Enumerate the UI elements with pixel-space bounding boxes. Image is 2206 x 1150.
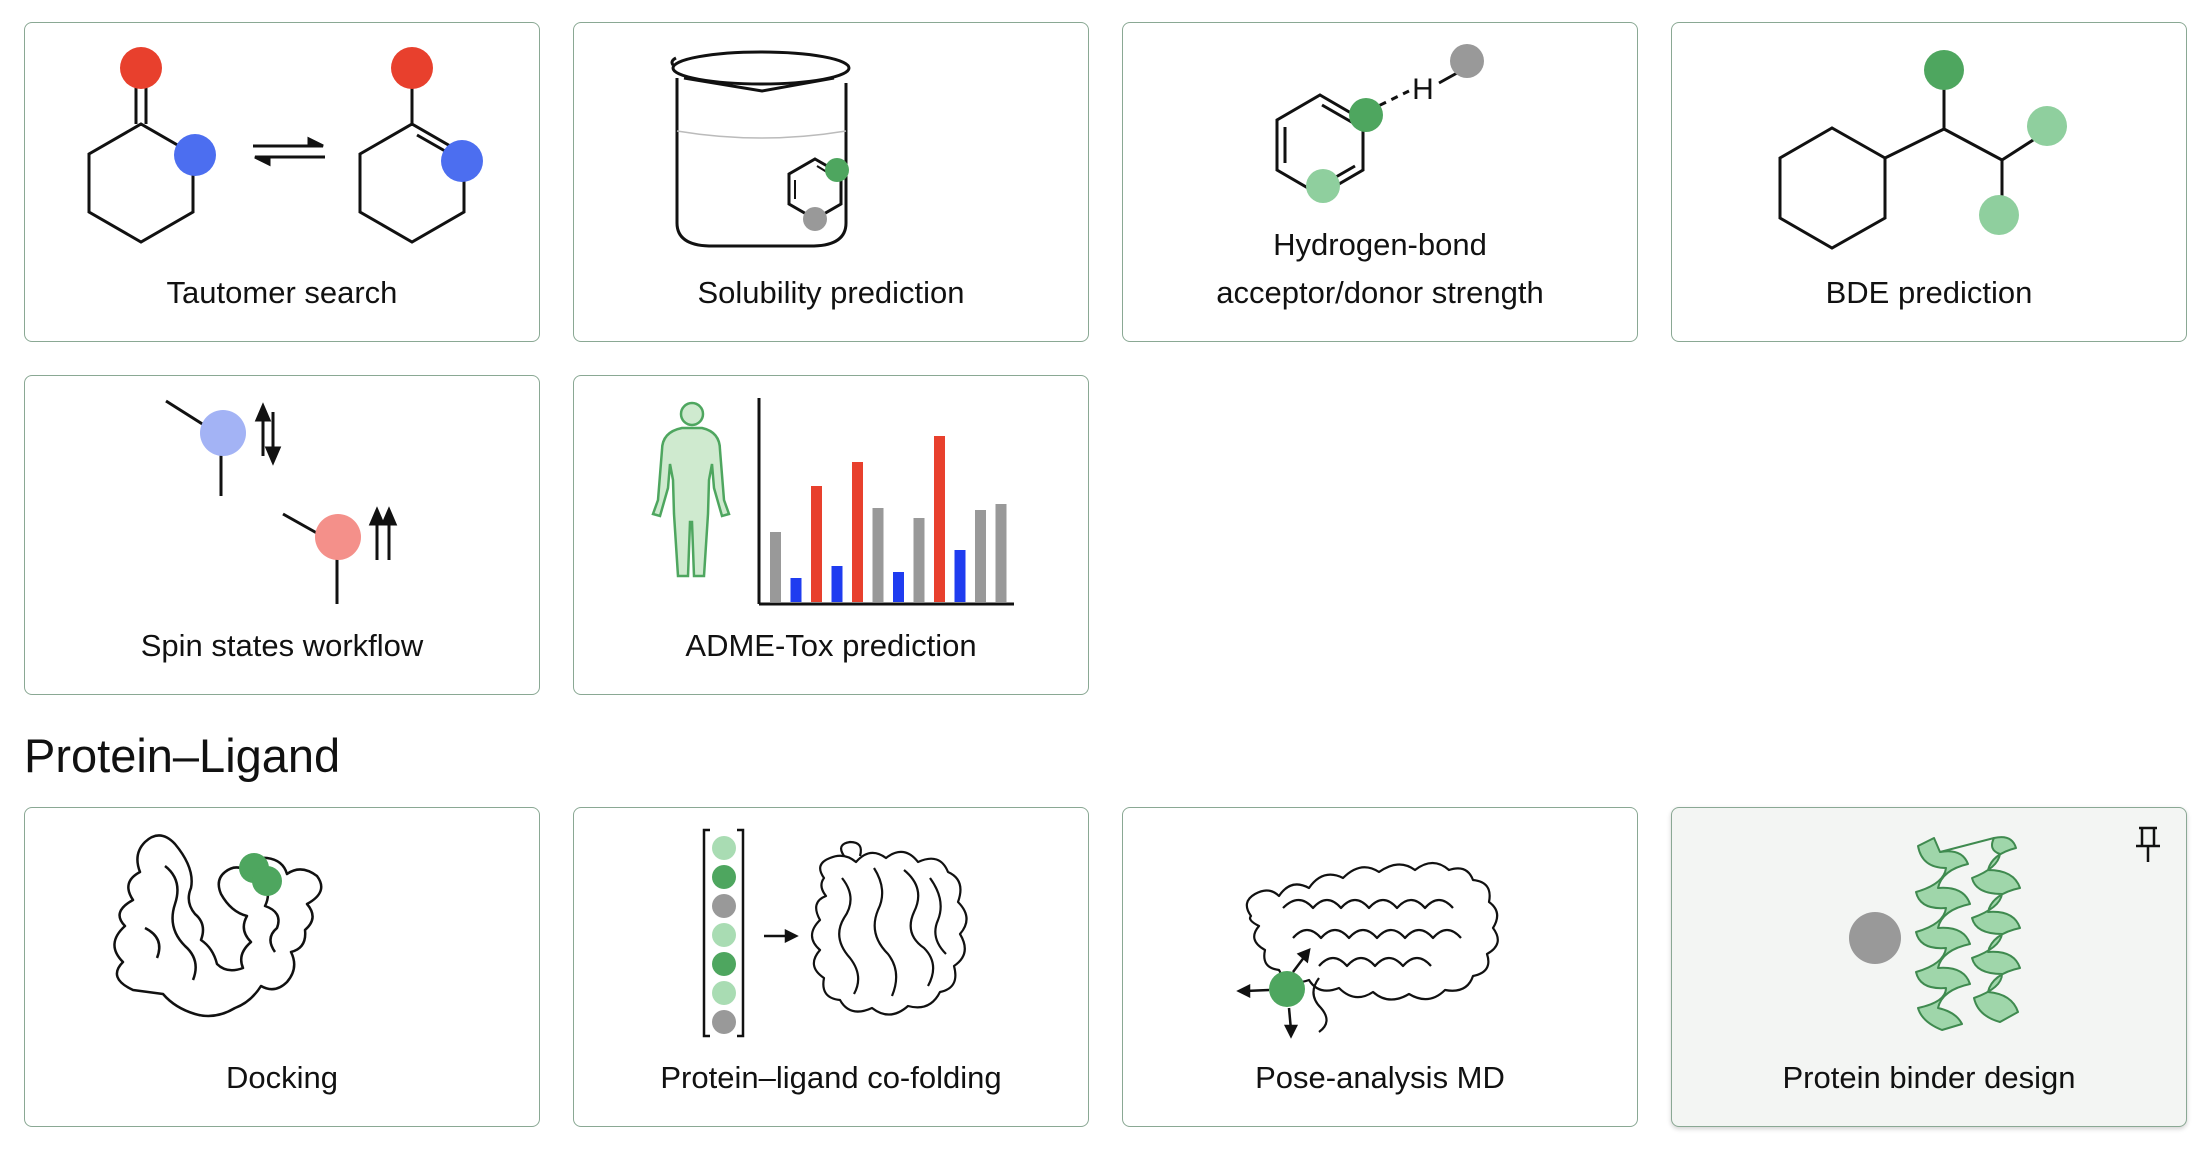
adme-bar [975,510,986,602]
adme-bar [852,462,863,602]
card-label: BDE prediction [1825,275,2033,310]
adme-bar [913,518,925,602]
hydrogen-bond-icon: H [1275,44,1484,203]
adme-bar [872,508,884,602]
card-label: ADME-Tox prediction [685,628,977,663]
card-adme-tox-prediction[interactable]: ADME-Tox prediction [573,375,1089,695]
card-label: Spin states workflow [140,628,424,663]
pin-icon[interactable] [2130,822,2166,866]
card-label: Tautomer search [166,275,398,310]
adme-bar [790,578,802,602]
beaker-icon [670,50,851,248]
card-label: Protein–ligand co-folding [660,1060,1002,1095]
adme-bar [954,550,966,602]
adme-bar [893,572,904,602]
bde-molecule-icon [1778,50,2067,250]
card-solubility-prediction[interactable]: Solubility prediction [573,22,1089,342]
spin-states-icon [165,399,398,604]
adme-bar [995,504,1007,602]
cofolding-icon [702,828,968,1038]
card-label-line2: acceptor/donor strength [1216,275,1544,310]
adme-bar [770,532,781,602]
svg-text:H: H [1412,73,1434,106]
adme-tox-icon [651,398,1014,606]
card-label: Solubility prediction [697,275,965,310]
card-bde-prediction[interactable]: BDE prediction [1671,22,2187,342]
adme-bar-chart [770,436,1007,602]
section-heading-protein-ligand: Protein–Ligand [24,729,341,782]
card-spin-states-workflow[interactable]: Spin states workflow [24,375,540,695]
card-label-line1: Hydrogen-bond [1273,227,1487,262]
card-label: Pose-analysis MD [1255,1060,1505,1095]
tautomer-icon [87,47,483,244]
adme-bar [811,486,822,602]
card-label: Protein binder design [1782,1060,2076,1095]
card-protein-ligand-cofolding[interactable]: Protein–ligand co-folding [573,807,1089,1127]
docking-protein-icon [113,834,323,1018]
pose-md-icon [1236,861,1499,1039]
adme-bar [831,566,843,602]
binder-helix-icon [1849,836,2021,1031]
card-docking[interactable]: Docking [24,807,540,1127]
card-hydrogen-bond-strength[interactable]: H Hydrogen-bond acceptor/donor strength [1122,22,1638,342]
card-tautomer-search[interactable]: Tautomer search [24,22,540,342]
card-pose-analysis-md[interactable]: Pose-analysis MD [1122,807,1638,1127]
card-protein-binder-design[interactable]: Protein binder design [1671,807,2187,1127]
adme-bar [934,436,945,602]
card-label: Docking [226,1060,338,1095]
human-figure-icon [651,401,731,578]
